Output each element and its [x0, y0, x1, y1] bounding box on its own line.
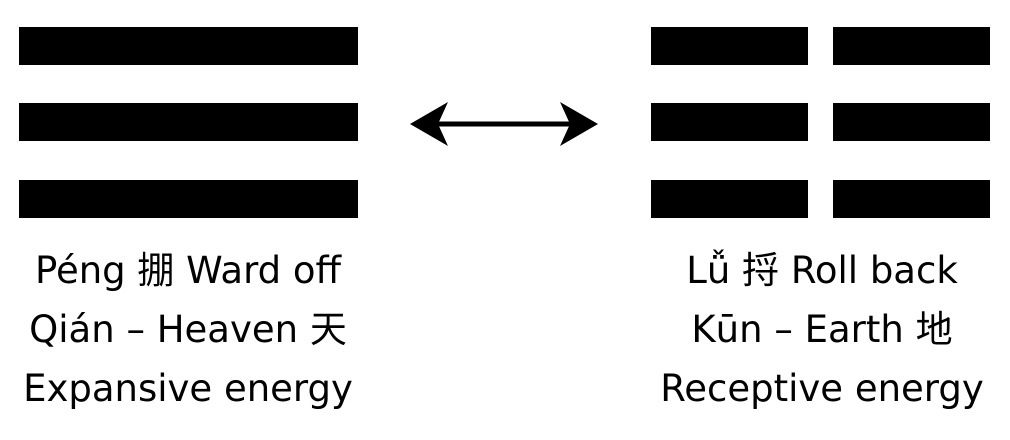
kun-line-top-left — [651, 27, 808, 65]
kun-caption: Lǚ 捋 Roll back Kūn – Earth 地 Receptive e… — [634, 241, 1010, 418]
qian-line-bottom — [19, 180, 358, 218]
qian-caption-line-3: Expansive energy — [23, 367, 353, 410]
kun-line-middle-left — [651, 103, 808, 141]
double-arrow-icon — [410, 102, 598, 146]
qian-line-top — [19, 27, 358, 65]
kun-line-middle-right — [833, 103, 990, 141]
qian-caption: Péng 掤 Ward off Qián – Heaven 天 Expansiv… — [0, 241, 376, 418]
kun-caption-line-2: Kūn – Earth 地 — [691, 308, 953, 351]
kun-caption-line-3: Receptive energy — [660, 367, 984, 410]
qian-caption-line-2: Qián – Heaven 天 — [29, 308, 347, 351]
qian-line-middle — [19, 103, 358, 141]
qian-caption-line-1: Péng 掤 Ward off — [34, 249, 342, 292]
kun-caption-line-1: Lǚ 捋 Roll back — [686, 249, 958, 292]
kun-line-top-right — [833, 27, 990, 65]
kun-line-bottom-left — [651, 180, 808, 218]
kun-line-bottom-right — [833, 180, 990, 218]
